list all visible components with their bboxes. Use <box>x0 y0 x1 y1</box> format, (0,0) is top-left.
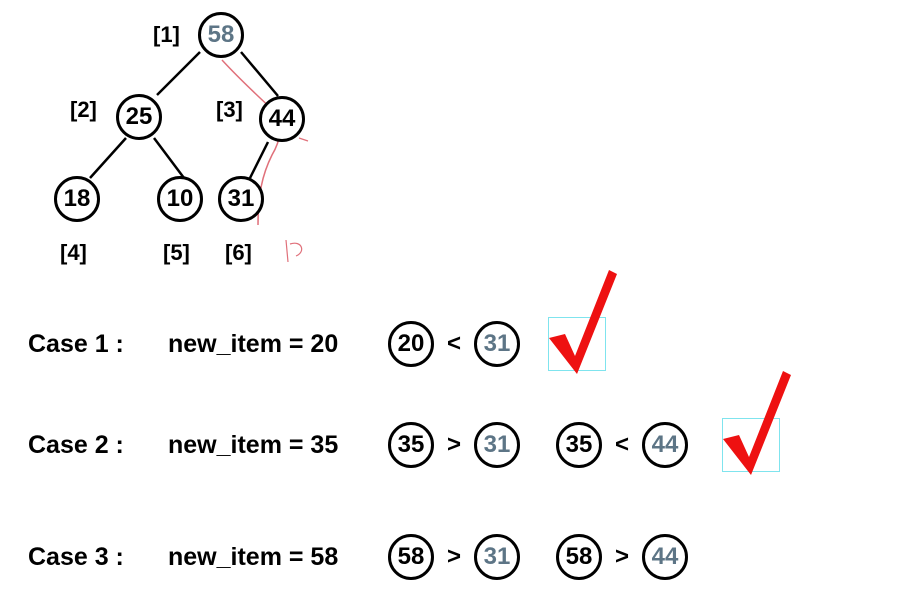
compare-operator: < <box>446 330 461 357</box>
compare-left: 35 <box>556 422 602 468</box>
annotation-tick <box>298 137 309 142</box>
compare-right: 44 <box>642 534 688 580</box>
edge-25-18 <box>89 137 127 179</box>
checkmark-box <box>722 371 791 475</box>
comparison-1: 20 < 31 <box>388 321 520 367</box>
comparison-1: 58 > 31 <box>388 534 520 580</box>
case-label: Case 2 : <box>28 430 124 459</box>
case-row-1: Case 1 : new_item = 20 20 < 31 <box>28 270 617 374</box>
tree-node-25: 25 <box>116 94 162 140</box>
checkmark-box <box>548 270 617 374</box>
index-label-1: [1] <box>153 22 180 47</box>
tree-node-18: 18 <box>54 176 100 222</box>
case-expression: new_item = 20 <box>168 329 339 358</box>
compare-right: 31 <box>474 321 520 367</box>
comparison-1: 35 > 31 <box>388 422 520 468</box>
edge-58-25 <box>156 51 201 96</box>
case-label: Case 3 : <box>28 542 124 571</box>
index-label-5: [5] <box>163 240 190 265</box>
compare-left: 35 <box>388 422 434 468</box>
tree-node-58: 58 <box>198 12 244 58</box>
edge-25-10 <box>153 137 185 179</box>
compare-right: 31 <box>474 422 520 468</box>
comparison-2: 35 < 44 <box>556 422 688 468</box>
case-row-3: Case 3 : new_item = 58 58 > 31 58 > 44 <box>28 532 688 582</box>
annotation-mark <box>285 239 303 263</box>
index-label-6: [6] <box>225 240 252 265</box>
checkmark-icon <box>723 371 791 475</box>
index-label-4: [4] <box>60 240 87 265</box>
case-expression: new_item = 35 <box>168 430 339 459</box>
tree-node-31: 31 <box>218 176 264 222</box>
compare-right: 44 <box>642 422 688 468</box>
tree-node-44: 44 <box>259 96 305 142</box>
compare-left: 58 <box>556 534 602 580</box>
compare-operator: > <box>614 543 629 570</box>
compare-operator: > <box>446 543 461 570</box>
compare-left: 20 <box>388 321 434 367</box>
case-label: Case 1 : <box>28 329 124 358</box>
tree-node-10: 10 <box>157 176 203 222</box>
case-expression: new_item = 58 <box>168 542 339 571</box>
compare-right: 31 <box>474 534 520 580</box>
compare-left: 58 <box>388 534 434 580</box>
checkmark-icon <box>549 270 617 374</box>
index-label-3: [3] <box>216 97 243 122</box>
compare-operator: > <box>446 431 461 458</box>
case-row-2: Case 2 : new_item = 35 35 > 31 35 < 44 <box>28 371 791 475</box>
comparison-2: 58 > 44 <box>556 534 688 580</box>
tree-edges <box>89 51 309 263</box>
compare-operator: < <box>614 431 629 458</box>
index-label-2: [2] <box>70 97 97 122</box>
edge-58-44 <box>240 51 279 97</box>
edge-44-31 <box>248 141 270 179</box>
